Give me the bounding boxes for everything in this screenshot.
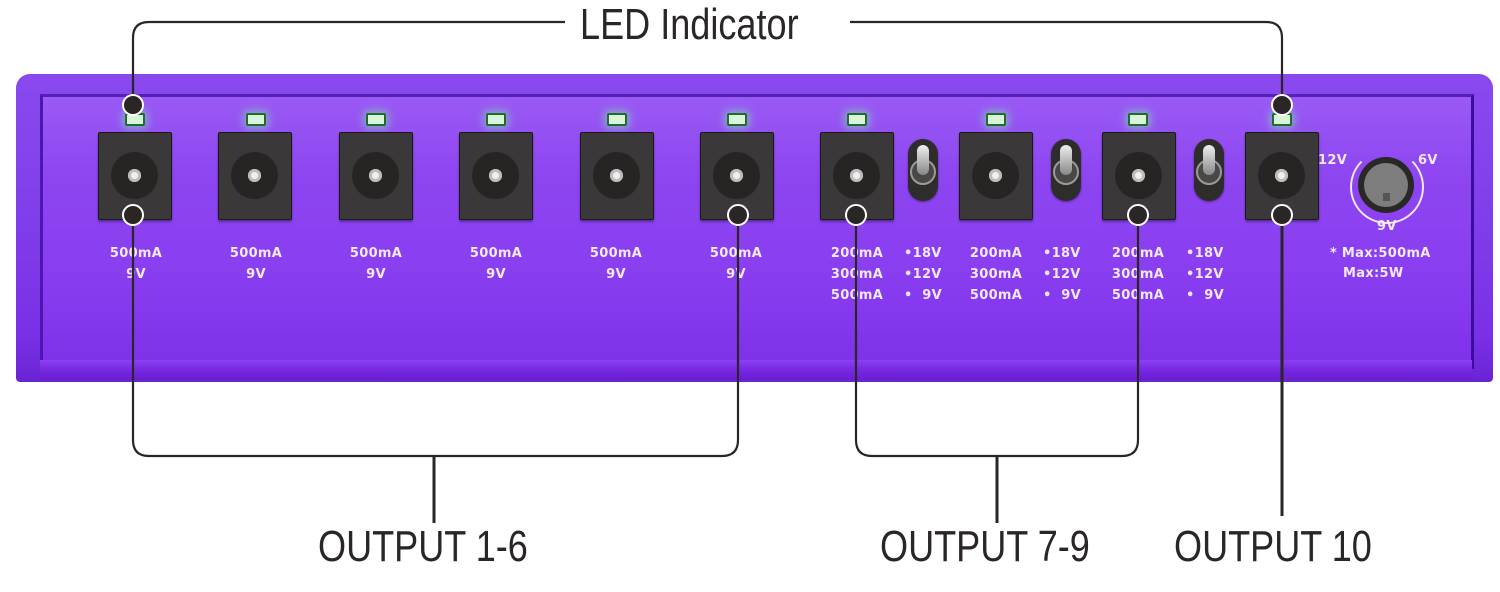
max-current-label: * Max:500mA <box>1330 246 1431 261</box>
jack-pin-icon <box>610 169 623 182</box>
output-7-voltage-spec: •18V•12V• 9V <box>904 246 942 303</box>
jack-pin-icon <box>128 169 141 182</box>
voltage-toggle-7[interactable] <box>908 139 938 201</box>
led-indicator-2 <box>246 113 266 126</box>
callout-dot-output-6 <box>727 204 749 226</box>
led-indicator-9 <box>1128 113 1148 126</box>
dc-output-jack-8[interactable] <box>959 132 1033 220</box>
dc-output-jack-3[interactable] <box>339 132 413 220</box>
dc-output-jack-10[interactable] <box>1245 132 1319 220</box>
output-8-voltage-spec: •18V•12V• 9V <box>1043 246 1081 303</box>
voltage-toggle-8[interactable] <box>1051 139 1081 201</box>
callout-dot-output-9 <box>1127 204 1149 226</box>
toggle-lever-icon <box>1203 145 1215 175</box>
knob-label-6v: 6V <box>1418 153 1438 168</box>
jack-pin-icon <box>248 169 261 182</box>
led-indicator-3 <box>366 113 386 126</box>
max-power-label: Max:5W <box>1343 266 1404 281</box>
jack-pin-icon <box>369 169 382 182</box>
led-indicator-8 <box>986 113 1006 126</box>
led-indicator-7 <box>847 113 867 126</box>
chassis-bottom-lip <box>40 360 1472 380</box>
jack-pin-icon <box>850 169 863 182</box>
dc-output-jack-4[interactable] <box>459 132 533 220</box>
callout-dot-led-10 <box>1271 94 1293 116</box>
callout-dot-output-1 <box>122 204 144 226</box>
jack-pin-icon <box>489 169 502 182</box>
jack-pin-icon <box>730 169 743 182</box>
knob-label-12v: 12V <box>1318 153 1348 168</box>
voltage-toggle-9[interactable] <box>1194 139 1224 201</box>
output-9-voltage-spec: •18V•12V• 9V <box>1186 246 1224 303</box>
dc-output-jack-5[interactable] <box>580 132 654 220</box>
led-indicator-5 <box>607 113 627 126</box>
callout-dot-led-1 <box>122 94 144 116</box>
output-7-9-callout: OUTPUT 7-9 <box>880 522 1090 571</box>
dc-output-jack-2[interactable] <box>218 132 292 220</box>
led-indicator-6 <box>727 113 747 126</box>
toggle-lever-icon <box>917 145 929 175</box>
output-10-callout: OUTPUT 10 <box>1174 522 1372 571</box>
callout-dot-output-7 <box>845 204 867 226</box>
led-indicator-4 <box>486 113 506 126</box>
knob-label-9v: 9V <box>1377 219 1397 234</box>
led-indicator-callout: LED Indicator <box>580 0 799 49</box>
jack-pin-icon <box>989 169 1002 182</box>
voltage-knob[interactable] <box>1358 157 1414 213</box>
output-1-6-callout: OUTPUT 1-6 <box>318 522 528 571</box>
jack-pin-icon <box>1275 169 1288 182</box>
knob-indicator-icon <box>1383 193 1390 201</box>
callout-dot-output-10 <box>1271 204 1293 226</box>
knob-scale-arc <box>1350 150 1424 224</box>
toggle-lever-icon <box>1060 145 1072 175</box>
jack-pin-icon <box>1132 169 1145 182</box>
